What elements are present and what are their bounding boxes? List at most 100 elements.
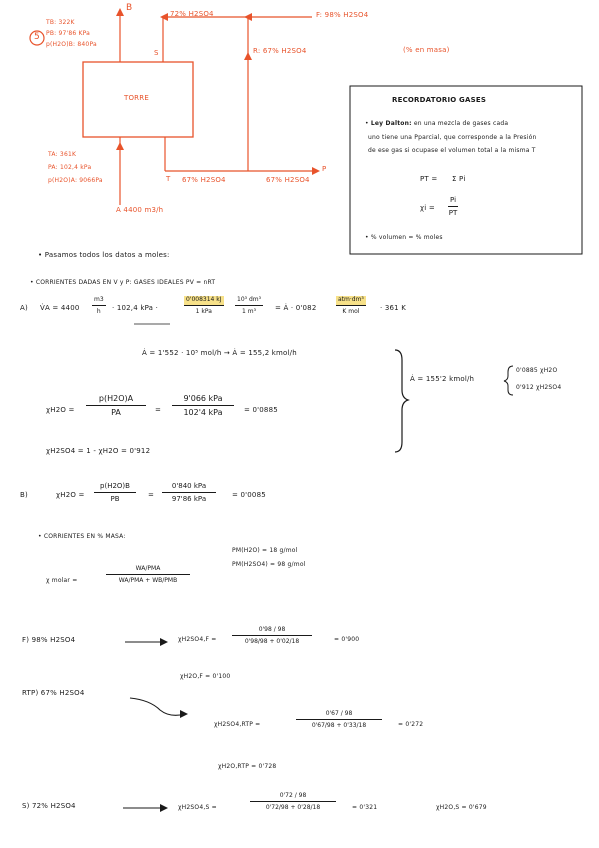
fraction-brace — [503, 365, 514, 396]
eq2-lhs: χi = — [420, 204, 435, 212]
stream-B-arrow — [116, 8, 124, 16]
A-frac3-den: 1 m³ — [235, 305, 264, 315]
pm-h2so4: PM(H2SO4) = 98 g/mol — [232, 561, 306, 568]
pa-label: PA: 102,4 kPa — [48, 164, 92, 171]
A-frac4-num: atm·dm³ — [336, 296, 366, 305]
dalton-bold: Ley Dalton: — [370, 120, 412, 127]
circle-marker — [29, 30, 45, 46]
dalton-line-3: de ese gas si ocupase el volumen total a… — [368, 147, 536, 154]
A-frac1: m3 h — [92, 296, 106, 315]
dalton-line-2: uno tiene una Pparcial, que corresponde … — [368, 134, 537, 141]
tower-label: TORRE — [124, 94, 149, 102]
xmolar-den: WA/PMA + WB/PMB — [106, 574, 190, 584]
B-lhs: χH2O = — [56, 491, 85, 499]
label-B: B — [126, 3, 133, 13]
A-result: Ȧ = 1'552 · 10⁵ mol/h → Ȧ = 155,2 kmol/h — [142, 349, 297, 357]
B-label: B) — [20, 491, 28, 499]
S-h2o: χH2O,S = 0'679 — [436, 804, 487, 811]
xA-num: p(H2O)A — [98, 394, 134, 403]
xA-frac: p(H2O)A PA — [86, 394, 146, 417]
xmolar-num: WA/PMA — [135, 565, 161, 572]
stream-R-arrow — [244, 52, 252, 60]
corr-masa-text: CORRIENTES EN % MASA: — [43, 533, 126, 540]
A-frac2-den: 1 kPa — [184, 305, 224, 315]
eq2-fraction: Pi PT — [448, 196, 459, 217]
B-frac: p(H2O)B PB — [94, 482, 136, 503]
A-summary: Ȧ = 155'2 kmol/h — [410, 375, 475, 383]
B-eq: = — [148, 491, 155, 499]
A-frac4: atm·dm³ K mol — [336, 296, 366, 315]
stream-A-arrow — [116, 142, 124, 150]
xmolar-lhs: χ molar = — [46, 577, 78, 584]
corrientes-text: CORRIENTES DADAS EN V y P: GASES IDEALES… — [35, 279, 216, 286]
summary-brace — [394, 349, 410, 453]
label-T: T — [166, 175, 171, 183]
label-S-stream: 72% H2SO4 — [170, 10, 214, 18]
ta-label: TA: 361K — [48, 151, 77, 158]
F-result: = 0'900 — [334, 636, 360, 643]
A-frac3-num: 10³ dm³ — [237, 296, 262, 303]
A-frac1-num: m3 — [94, 296, 104, 303]
flow-A-label: A 4400 m3/h — [116, 206, 164, 214]
A-frac3: 10³ dm³ 1 m³ — [235, 296, 264, 315]
volume-bullet: • % volumen = % moles — [365, 234, 443, 241]
S-result: = 0'321 — [352, 804, 378, 811]
B-den2: 97'86 kPa — [162, 492, 216, 503]
RTP-label: RTP) 67% H2SO4 — [22, 689, 85, 697]
pasamos-text: Pasamos todos los datos a moles: — [44, 251, 170, 259]
xA-result: = 0'0885 — [244, 406, 278, 414]
tb-label: TB: 322K — [46, 19, 75, 26]
mass-note: (% en masa) — [403, 46, 450, 54]
reminder-box — [349, 85, 583, 255]
RTP-result: = 0'272 — [398, 721, 424, 728]
stream-S-arrow — [160, 13, 168, 21]
stream-P-arrow — [312, 167, 320, 175]
dalton-text-1: en una mezcla de gases cada — [413, 120, 509, 127]
A-mult: · 102,4 kPa · — [112, 304, 159, 312]
corr-masa: • CORRIENTES EN % MASA: — [38, 533, 126, 540]
F-den: 0'98/98 + 0'02/18 — [232, 635, 312, 645]
A-eq: = Ȧ · 0'082 — [275, 304, 317, 312]
label-P-stream: 67% H2SO4 — [266, 176, 310, 184]
eq1-rhs: Σ Pi — [452, 175, 466, 183]
xA-lhs: χH2O = — [46, 406, 75, 414]
label-P: P — [322, 165, 327, 173]
F-num: 0'98 / 98 — [258, 626, 286, 633]
xA-den: PA — [86, 405, 146, 417]
eq2-den: PT — [448, 206, 459, 217]
F-frac: 0'98 / 98 0'98/98 + 0'02/18 — [232, 626, 312, 645]
B-frac2: 0'840 kPa 97'86 kPa — [162, 482, 216, 503]
volume-text: % volumen = % moles — [370, 234, 443, 241]
label-F-stream: F: 98% H2SO4 — [316, 11, 369, 19]
F-label: F) 98% H2SO4 — [22, 636, 76, 644]
reminder-title: RECORDATORIO GASES — [392, 96, 487, 104]
S-label: S) 72% H2SO4 — [22, 802, 76, 810]
F-lhs: χH2SO4,F = — [178, 636, 217, 643]
A-frac1-den: h — [92, 305, 106, 315]
A-brace-2: 0'912 χH2SO4 — [516, 384, 562, 391]
S-num: 0'72 / 98 — [279, 792, 307, 799]
B-den: PB — [94, 492, 136, 503]
xA-eq: = — [155, 406, 162, 414]
circle-number: 5 — [34, 32, 40, 42]
A-frac4-den: K mol — [336, 305, 366, 315]
pb-label: PB: 97'86 KPa — [46, 30, 91, 37]
eq1-lhs: PT = — [420, 175, 438, 183]
A-brace-1: 0'0885 χH2O — [516, 367, 558, 374]
xA-h2so4: χH2SO4 = 1 - χH2O = 0'912 — [46, 447, 151, 455]
B-num2: 0'840 kPa — [171, 482, 207, 490]
line-pasamos: • Pasamos todos los datos a moles: — [38, 251, 170, 259]
S-den: 0'72/98 + 0'28/18 — [250, 801, 336, 811]
A-T: · 361 K — [380, 304, 407, 312]
RTP-h2o: χH2O,RTP = 0'728 — [218, 763, 277, 770]
A-label: A) — [20, 304, 28, 312]
A-lhs: V̇A = 4400 — [40, 304, 80, 312]
A-frac2: 0'008314 kJ 1 kPa — [184, 296, 224, 315]
xmolar-frac: WA/PMA WA/PMA + WB/PMB — [106, 565, 190, 584]
ph2oa-label: p(H2O)A: 9066Pa — [48, 177, 103, 184]
F-h2o: χH2O,F = 0'100 — [180, 673, 231, 680]
label-T-stream: 67% H2SO4 — [182, 176, 226, 184]
eq2-num: Pi — [450, 196, 457, 204]
RTP-lhs: χH2SO4,RTP = — [214, 721, 261, 728]
